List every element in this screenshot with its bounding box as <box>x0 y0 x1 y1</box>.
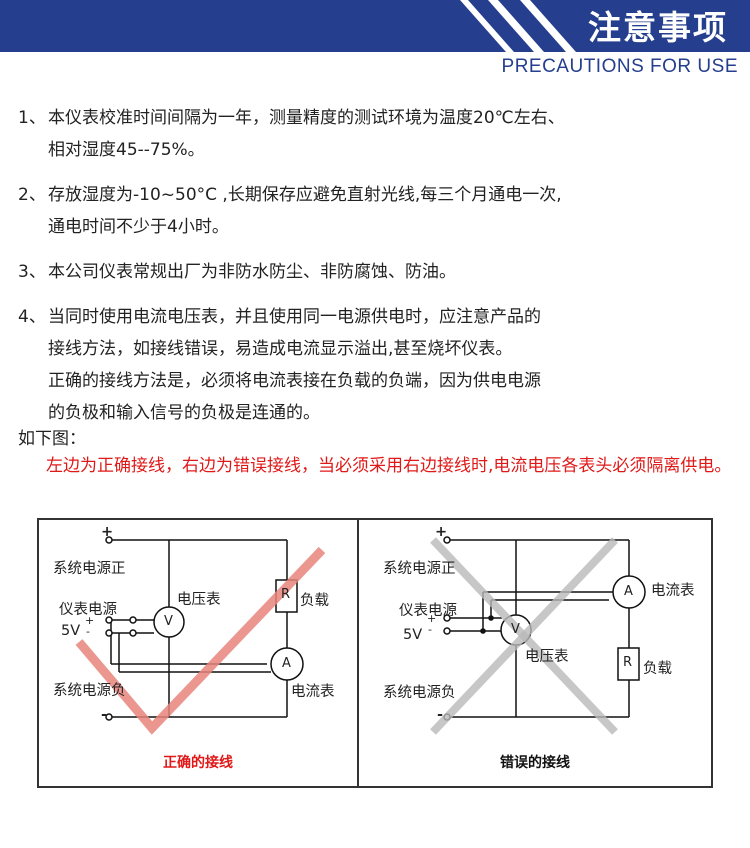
figure-intro: 如下图： <box>18 429 86 449</box>
banner-left-bar <box>0 0 495 52</box>
terminal <box>443 627 451 635</box>
list-item: 4、 当同时使用电流电压表，并且使用同一电源供电时，应注意产品的 接线方法，如接… <box>18 301 748 429</box>
voltmeter-symbol: V <box>511 622 520 637</box>
banner-title-block <box>530 0 750 52</box>
ammeter-label: 电流表 <box>651 583 695 599</box>
voltmeter-icon <box>153 606 185 638</box>
positive-symbol: + <box>101 524 114 540</box>
item-text: 当同时使用电流电压表，并且使用同一电源供电时，应注意产品的 接线方法，如接线错误… <box>48 307 541 423</box>
correct-wiring-diagram: + - 系统电源正 系统电源负 仪表电源 5V + - 电压表 电流表 负载 V… <box>37 518 359 788</box>
page-title: 注意事项 <box>588 8 728 47</box>
wrong-wiring-diagram: + - 系统电源正 系统电源负 仪表电源 5V + - 电压表 电流表 负载 V… <box>357 518 713 788</box>
system-power-positive-label: 系统电源正 <box>383 561 456 577</box>
ammeter-label: 电流表 <box>291 684 335 700</box>
list-item: 3、 本公司仪表常规出厂为非防水防尘、非防腐蚀、防油。 <box>18 256 748 288</box>
list-item: 1、 本仪表校准时间间隔为一年，测量精度的测试环境为温度20℃左右、 相对湿度4… <box>18 102 748 166</box>
junction-dot <box>488 615 494 621</box>
correct-wiring-caption: 正确的接线 <box>163 755 233 771</box>
ammeter-symbol: A <box>282 656 291 671</box>
terminal <box>443 536 451 544</box>
banner-stripe-1 <box>440 0 506 52</box>
item-text: 本仪表校准时间间隔为一年，测量精度的测试环境为温度20℃左右、 相对湿度45--… <box>48 108 565 160</box>
item-number: 2、 <box>18 185 46 205</box>
resistor-symbol: R <box>281 587 291 602</box>
terminal <box>105 536 113 544</box>
page-subtitle: PRECAUTIONS FOR USE <box>501 56 738 77</box>
terminal <box>105 713 113 721</box>
ammeter-icon <box>612 575 646 609</box>
item-number: 1、 <box>18 108 46 128</box>
voltmeter-label: 电压表 <box>525 649 569 665</box>
terminal <box>129 629 137 637</box>
list-item: 2、 存放湿度为-10~50°C ,长期保存应避免直射光线,每三个月通电一次, … <box>18 179 748 243</box>
terminal <box>105 616 113 624</box>
system-power-positive-label: 系统电源正 <box>53 561 126 577</box>
item-number: 3、 <box>18 262 46 282</box>
pin-plus-symbol: + <box>427 612 437 625</box>
supply-voltage-label: 5V <box>403 627 423 643</box>
banner-graphic <box>0 0 750 52</box>
terminal <box>129 616 137 624</box>
header-banner: 注意事项 <box>0 0 750 58</box>
positive-symbol: + <box>435 524 448 540</box>
correct-circuit-svg <box>75 536 326 735</box>
voltmeter-label: 电压表 <box>177 592 221 608</box>
resistor-symbol: R <box>623 655 633 670</box>
load-label: 负载 <box>300 593 329 609</box>
terminal <box>443 614 451 622</box>
pin-plus-symbol: + <box>85 614 95 627</box>
meter-power-label: 仪表电源 <box>59 602 117 618</box>
system-power-negative-label: 系统电源负 <box>53 683 126 699</box>
precautions-list: 1、 本仪表校准时间间隔为一年，测量精度的测试环境为温度20℃左右、 相对湿度4… <box>18 102 748 442</box>
ammeter-symbol: A <box>624 584 633 599</box>
banner-stripe-3 <box>498 0 566 52</box>
supply-voltage-label: 5V <box>61 623 81 639</box>
pin-minus-symbol: - <box>428 623 432 636</box>
resistor-icon <box>617 647 640 681</box>
load-label: 负载 <box>643 661 672 677</box>
terminal <box>105 629 113 637</box>
item-number: 4、 <box>18 307 46 327</box>
pin-minus-symbol: - <box>86 625 90 638</box>
item-text: 存放湿度为-10~50°C ,长期保存应避免直射光线,每三个月通电一次, 通电时… <box>48 185 562 237</box>
system-power-negative-label: 系统电源负 <box>383 685 456 701</box>
check-icon <box>75 546 326 735</box>
negative-symbol: - <box>101 707 108 723</box>
meter-power-label: 仪表电源 <box>399 603 457 619</box>
ammeter-icon <box>270 647 304 681</box>
banner-stripe-2 <box>468 0 534 52</box>
negative-symbol: - <box>437 707 444 723</box>
junction-dot <box>480 628 486 634</box>
wrong-wiring-caption: 错误的接线 <box>500 755 570 771</box>
item-text: 本公司仪表常规出厂为非防水防尘、非防腐蚀、防油。 <box>48 262 456 282</box>
voltmeter-symbol: V <box>164 614 173 629</box>
wrong-circuit-svg <box>430 536 646 735</box>
wiring-note: 左边为正确接线，右边为错误接线，当必须采用右边接线时,电流电压各表头必须隔离供电… <box>46 456 732 476</box>
cross-icon-stroke <box>430 537 618 735</box>
